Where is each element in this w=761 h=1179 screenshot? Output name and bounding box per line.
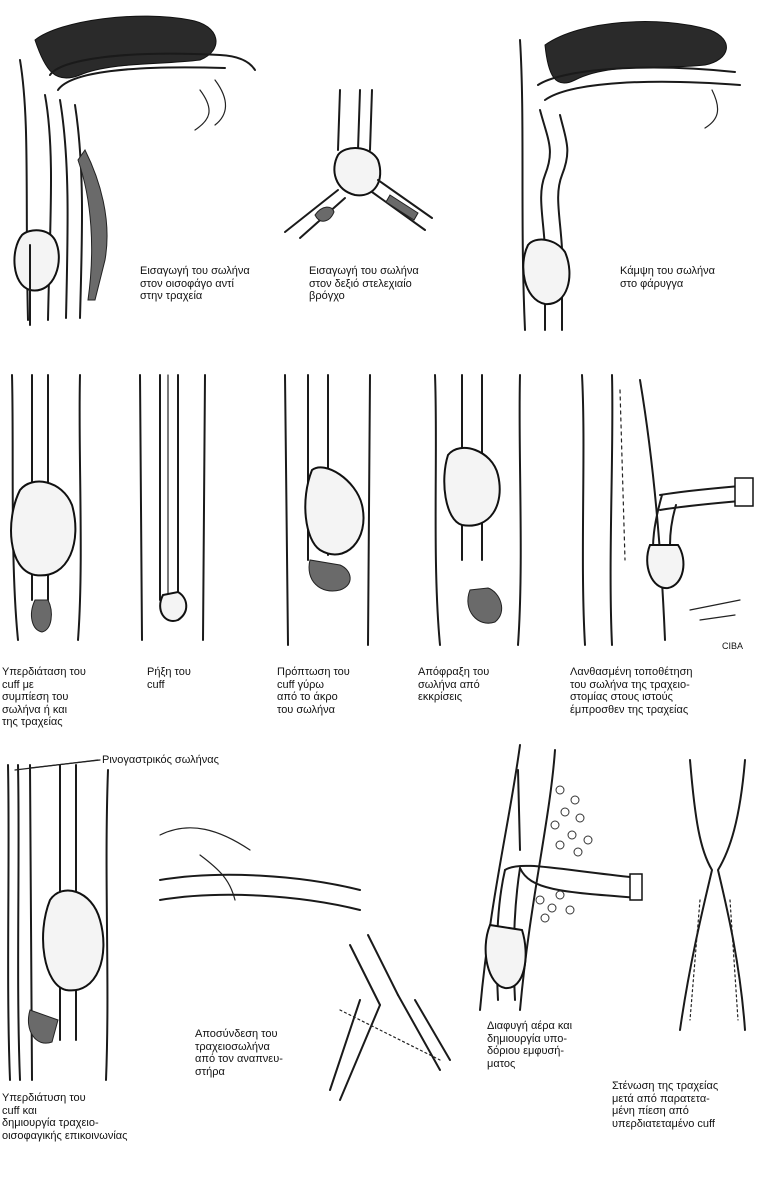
panel-cuff-overinflation (11, 375, 81, 640)
caption-esophageal-intubation: Εισαγωγή του σωλήνα στον οισοφάγο αντί σ… (140, 265, 250, 303)
caption-right-bronchus: Εισαγωγή του σωλήνα στον δεξιό στελεχιαί… (309, 265, 419, 303)
panel-tracheal-stenosis (680, 760, 745, 1030)
caption-subcutaneous-emphysema: Διαφυγή αέρα και δημιουργία υπο- δόριου … (487, 1020, 572, 1070)
caption-misplaced-tracheostomy: Λανθασμένη τοποθέτηση του σωλήνα της τρα… (570, 666, 692, 716)
caption-tracheal-stenosis: Στένωση της τραχείας μετά από παρατετα- … (612, 1080, 718, 1130)
caption-nasogastric-tube: Ρινογαστρικός σωλήνας (102, 754, 219, 767)
caption-cuff-overinflation: Υπερδιάταση του cuff με συμπίεση του σωλ… (2, 666, 86, 729)
panel-cuff-herniation (285, 375, 370, 645)
panel-subcutaneous-emphysema (480, 745, 642, 1010)
panel-right-bronchus (285, 90, 432, 238)
caption-ventilator-disconnection: Αποσύνδεση του τραχειοσωλήνα από τον ανα… (195, 1028, 283, 1078)
panel-misplaced-tracheostomy (582, 375, 753, 645)
panel-overinflation-fistula (8, 760, 108, 1080)
panel-secretion-obstruction (435, 375, 521, 645)
caption-cuff-rupture: Ρήξη του cuff (147, 666, 191, 691)
credit-label: CIBA (722, 640, 743, 653)
caption-pharynx-kinking: Κάμψη του σωλήνα στο φάρυγγα (620, 265, 715, 290)
caption-overinflation-fistula: Υπερδιάτυση του cuff και δημιουργία τραχ… (2, 1092, 127, 1142)
nasogastric-leader-line (15, 760, 98, 770)
caption-secretion-obstruction: Απόφραξη του σωλήνα από εκκρίσεις (418, 666, 489, 704)
panel-cuff-rupture (140, 375, 205, 640)
caption-cuff-herniation: Πρόπτωση του cuff γύρω από το άκρο του σ… (277, 666, 350, 716)
